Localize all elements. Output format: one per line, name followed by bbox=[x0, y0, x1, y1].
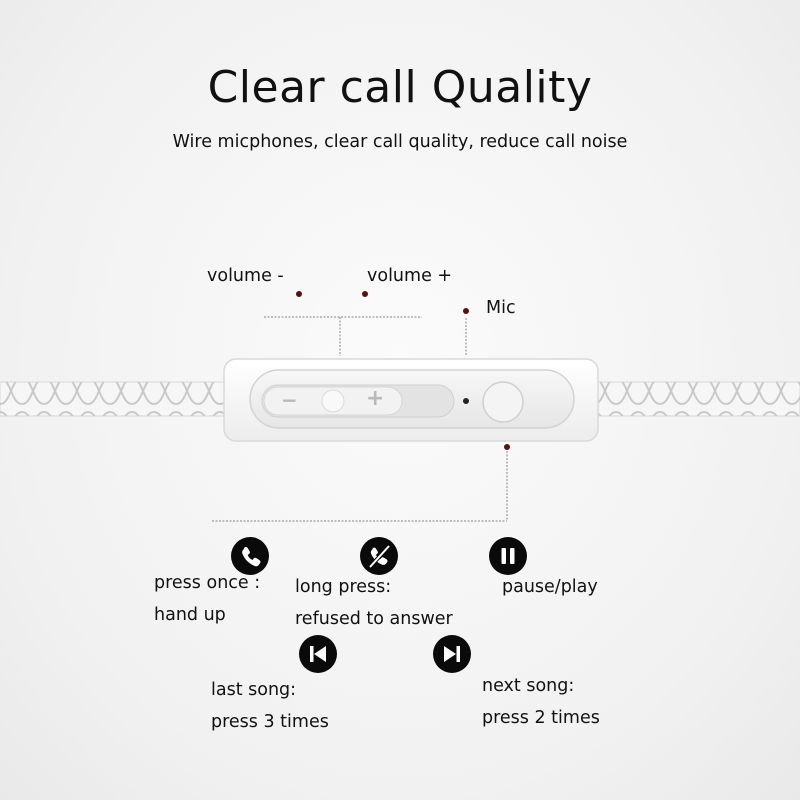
page-subtitle: Wire micphones, clear call quality, redu… bbox=[172, 132, 628, 152]
cable-right bbox=[595, 381, 800, 417]
volume-up-callout-dot bbox=[362, 291, 368, 297]
volume-down-callout-dot bbox=[296, 291, 302, 297]
pause-play-label: pause/play bbox=[502, 577, 598, 597]
page-title: Clear call Quality bbox=[207, 62, 593, 113]
volume-down-label: volume - bbox=[207, 266, 284, 286]
hang-up-line2: hand up bbox=[154, 605, 226, 625]
next-track-icon bbox=[433, 635, 471, 673]
last-song-line2: press 3 times bbox=[211, 712, 329, 732]
phone-icon bbox=[231, 537, 269, 575]
cable-left bbox=[0, 381, 229, 417]
mic-callout-dot bbox=[463, 308, 469, 314]
next-song-line2: press 2 times bbox=[482, 708, 600, 728]
callout-lines bbox=[212, 316, 508, 522]
button-callout-dot bbox=[504, 444, 510, 450]
last-song-line1: last song: bbox=[211, 680, 297, 700]
refuse-line2: refused to answer bbox=[295, 609, 453, 629]
volume-up-label: volume + bbox=[367, 266, 453, 286]
volume-up-key-symbol[interactable]: + bbox=[366, 386, 385, 411]
hang-up-line1: press once : bbox=[154, 573, 261, 593]
remote-control bbox=[223, 358, 599, 442]
previous-track-icon bbox=[299, 635, 337, 673]
phone-declined-icon bbox=[360, 537, 398, 575]
volume-down-key-symbol[interactable]: − bbox=[281, 388, 298, 412]
mic-label: Mic bbox=[486, 298, 516, 318]
refuse-line1: long press: bbox=[295, 577, 392, 597]
pause-icon bbox=[489, 537, 527, 575]
next-song-line1: next song: bbox=[482, 676, 575, 696]
